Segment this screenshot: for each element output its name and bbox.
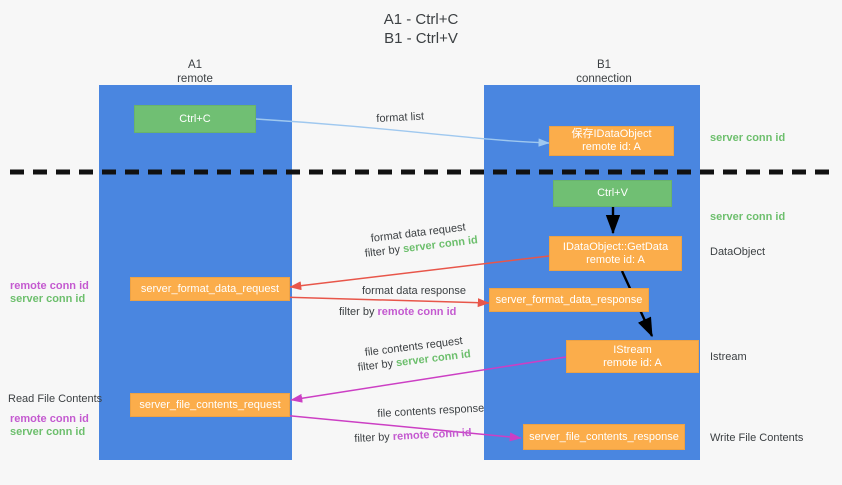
annotation-format-remote-conn-id: remote conn id	[10, 280, 89, 292]
node-idataobject-getdata-line1: IDataObject::GetData	[562, 240, 669, 253]
edge-file-contents-request	[290, 356, 567, 403]
edge-format-list	[255, 118, 550, 147]
node-istream-line2: remote id: A	[603, 356, 662, 369]
node-server-format-data-response-line1: server_format_data_response	[495, 293, 643, 306]
lane-header-a1: A1 remote	[95, 58, 295, 86]
node-istream[interactable]: IStream remote id: A	[566, 340, 699, 373]
edge-format-data-request	[289, 255, 550, 291]
lane-header-b1: B1 connection	[504, 58, 704, 86]
node-idataobject-getdata[interactable]: IDataObject::GetData remote id: A	[549, 236, 682, 271]
annotation-server-conn-id-second: server conn id	[710, 211, 786, 223]
annotation-dataobject: DataObject	[710, 246, 766, 258]
annotation-write-file-contents: Write File Contents	[710, 432, 804, 444]
lane-a1-title: A1	[187, 59, 203, 71]
edge-label-format-data-response: format data response	[362, 285, 466, 297]
lane-a1-subtitle: remote	[177, 73, 213, 85]
page-title: A1 - Ctrl+C B1 - Ctrl+V	[0, 10, 842, 48]
node-ctrl-v[interactable]: Ctrl+V	[553, 180, 672, 207]
filter-prefix: filter by	[354, 430, 394, 445]
filter-prefix: filter by	[339, 306, 378, 318]
node-save-idataobject[interactable]: 保存IDataObject remote id: A	[549, 126, 674, 156]
node-server-file-contents-response-line1: server_file_contents_response	[529, 430, 679, 443]
annotation-file-server-conn-id: server conn id	[10, 426, 86, 438]
annotation-server-conn-id-top: server conn id	[710, 132, 786, 144]
node-server-format-data-response[interactable]: server_format_data_response	[489, 288, 649, 312]
filter-value-remote-conn-id: remote conn id	[377, 306, 457, 318]
node-server-format-data-request-line1: server_format_data_request	[140, 282, 280, 295]
title-line-1: A1 - Ctrl+C	[383, 11, 459, 28]
annotation-istream: Istream	[710, 351, 747, 363]
annotation-file-remote-conn-id: remote conn id	[10, 413, 89, 425]
node-server-file-contents-request-line1: server_file_contents_request	[139, 398, 281, 411]
node-idataobject-getdata-line2: remote id: A	[586, 253, 645, 266]
node-save-idataobject-line2: remote id: A	[582, 141, 641, 153]
node-server-format-data-request[interactable]: server_format_data_request	[130, 277, 290, 301]
lane-b1-subtitle: connection	[576, 73, 632, 85]
edge-label-format-data-response-filter: filter by remote conn id	[339, 305, 456, 319]
node-ctrl-v-line1: Ctrl+V	[597, 187, 628, 199]
node-server-file-contents-request[interactable]: server_file_contents_request	[130, 393, 290, 417]
node-istream-line1: IStream	[613, 343, 652, 356]
node-ctrl-c[interactable]: Ctrl+C	[134, 105, 256, 133]
annotation-read-file-contents: Read File Contents	[8, 393, 103, 405]
node-save-idataobject-line1: 保存IDataObject	[571, 128, 652, 140]
annotation-format-server-conn-id: server conn id	[10, 293, 86, 305]
lane-b1-title: B1	[596, 59, 612, 71]
edge-label-format-list: format list	[376, 110, 425, 125]
node-ctrl-c-line1: Ctrl+C	[179, 112, 211, 125]
node-server-file-contents-response[interactable]: server_file_contents_response	[523, 424, 685, 450]
title-line-2: B1 - Ctrl+V	[384, 30, 458, 47]
